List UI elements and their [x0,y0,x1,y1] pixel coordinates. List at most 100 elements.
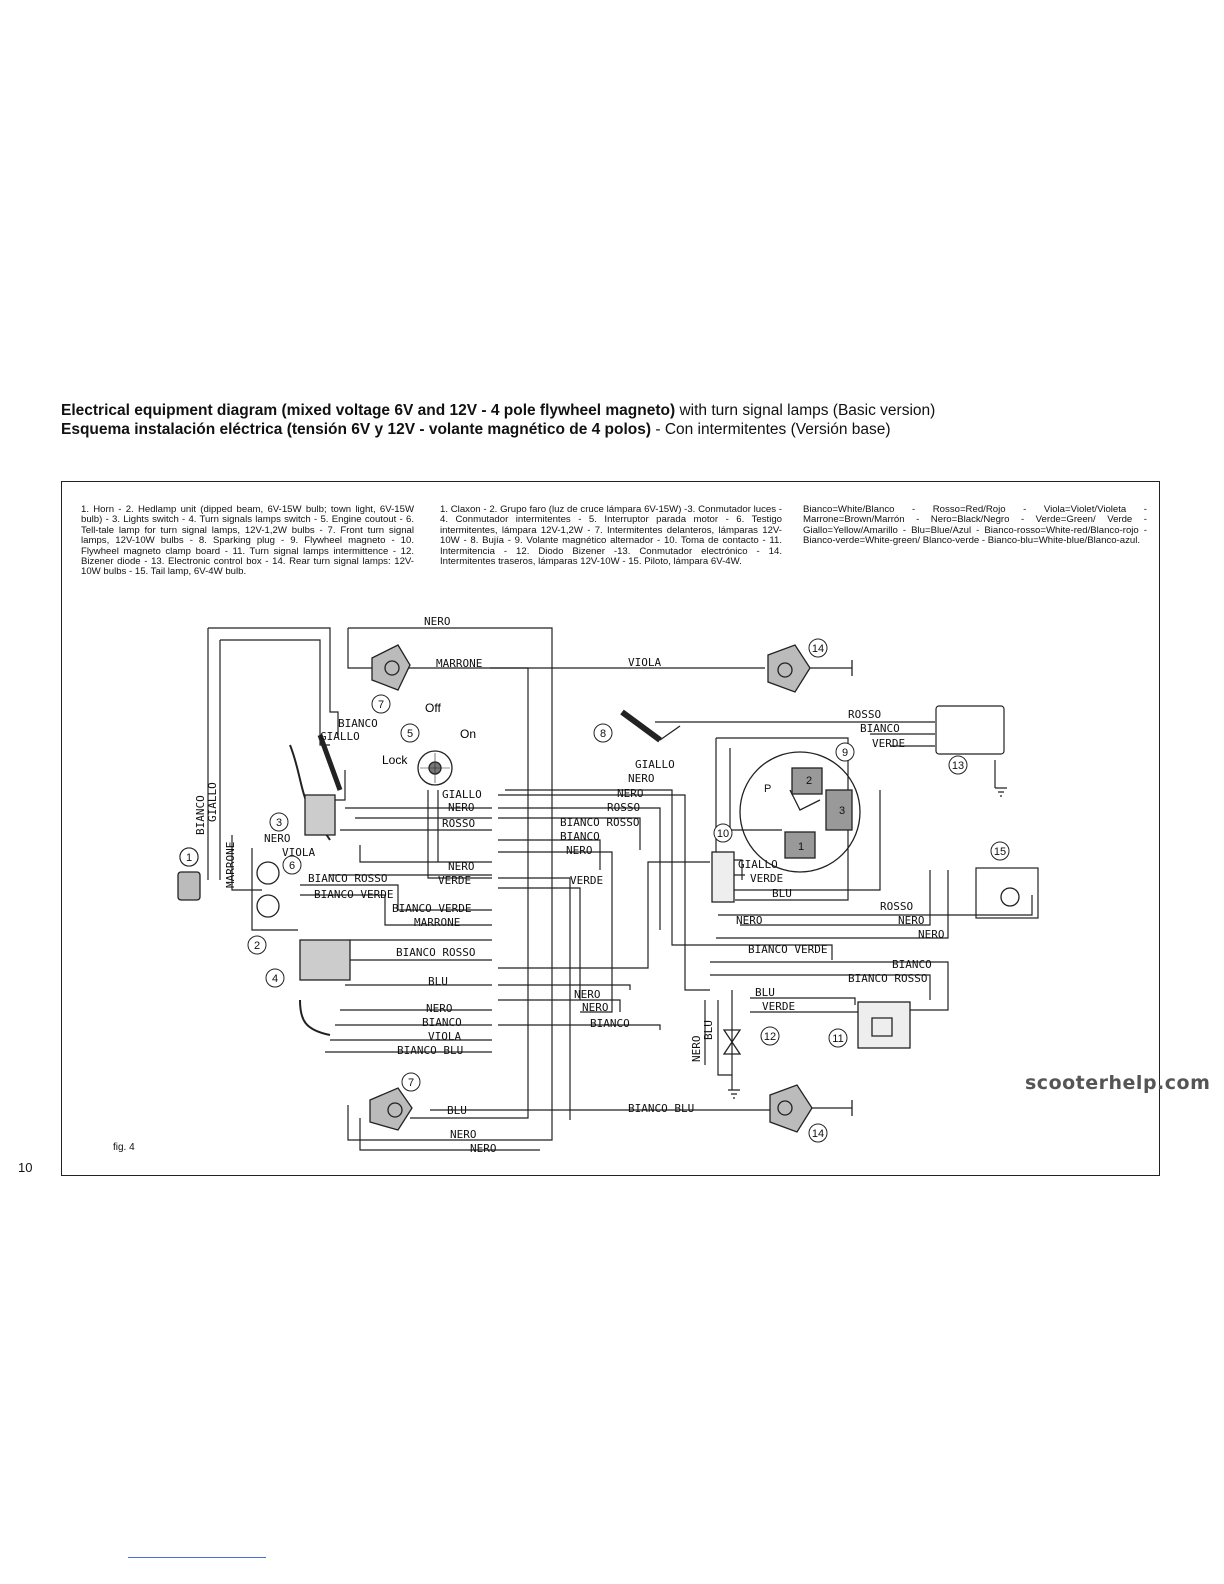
magneto-pickup-label: P [764,783,771,795]
component-number-14: 14 [812,643,824,655]
wire-label: GIALLO [442,788,482,801]
wire-label: BIANCO [590,1017,630,1030]
component-number-2: 2 [254,940,260,952]
title-english-rest: with turn signal lamps (Basic version) [675,402,936,419]
wire-label: VERDE [570,874,603,887]
wire-label: VIOLA [628,656,661,669]
wire-label: NERO [574,988,601,1001]
ground-icon-2 [728,1089,740,1099]
wire-label: BIANCO ROSSO [560,816,639,829]
flywheel-magneto-icon [739,751,861,873]
wire-labels: NERO MARRONE VIOLA BIANCO GIALLO BIANCO … [194,615,945,1155]
component-number-11: 11 [832,1033,843,1045]
title-spanish: Esquema instalación eléctrica (tensión 6… [61,421,1161,439]
wire-label: NERO [566,844,593,857]
rear-turn-lamp-icon [767,644,853,693]
component-number-8: 8 [600,728,606,740]
title-english-bold: Electrical equipment diagram (mixed volt… [61,402,676,419]
wire-label: ROSSO [442,817,475,830]
wire-label: NERO [617,787,644,800]
wire-label: ROSSO [607,801,640,814]
footer-rule [128,1557,266,1558]
wire-label: BIANCO VERDE [748,943,827,956]
wire-label: VERDE [762,1000,795,1013]
headlamp-icon [256,894,280,918]
wire-label: VIOLA [282,846,315,859]
rear-turn-lamp-bottom-icon [769,1084,853,1133]
wire-label: MARRONE [436,657,482,670]
wire-label: NERO [426,1002,453,1015]
wire-label: BIANCO ROSSO [308,872,387,885]
component-number-14b: 14 [812,1128,824,1140]
wire-label: NERO [918,928,945,941]
component-number-10: 10 [717,828,729,840]
clamp-board-icon [711,851,735,903]
component-number-7b: 7 [408,1077,414,1089]
stator-coil-1: 1 [798,841,804,853]
legend-spanish: 1. Claxon - 2. Grupo faro (luz de cruce … [440,504,782,568]
wire-label: VERDE [872,737,905,750]
turn-signal-switch-icon [299,939,351,1036]
title-english: Electrical equipment diagram (mixed volt… [61,402,1161,420]
wire-label: BIANCO [338,717,378,730]
wire-label: GIALLO [738,858,778,871]
stator-coil-2: 2 [806,775,812,787]
component-number-6: 6 [289,860,295,872]
wire-label: BIANCO ROSSO [396,946,475,959]
wire-label: VIOLA [428,1030,461,1043]
wire-label: BLU [755,986,775,999]
wire-label: NERO [628,772,655,785]
component-number-9: 9 [842,747,848,759]
wire-label: BIANCO VERDE [392,902,471,915]
wire-label: NERO [264,832,291,845]
diagram-frame [61,481,1160,1176]
wire-label: BIANCO [560,830,600,843]
component-number-circles: 1 2 3 4 5 6 7 7 8 9 10 11 12 13 14 14 15 [179,638,1010,1143]
wire-label: NERO [450,1128,477,1141]
component-number-13: 13 [952,760,964,772]
wire-label: NERO [470,1142,497,1155]
component-number-3: 3 [276,817,282,829]
wire-label: BLU [447,1104,467,1117]
wire-label: VERDE [438,874,471,887]
wire-label: BIANCO [892,958,932,971]
lights-switch-icon [289,734,343,841]
watermark-text: scooterhelp.com [1025,1072,1211,1094]
wire-label: NERO [582,1001,609,1014]
front-turn-lamp-bottom-icon [369,1087,413,1131]
wire-label: ROSSO [880,900,913,913]
components-group [177,644,1020,1133]
wire-label: BIANCO ROSSO [848,972,927,985]
wire-label: GIALLO [206,782,219,822]
wire-label: MARRONE [224,842,237,888]
title-spanish-bold: Esquema instalación eléctrica (tensión 6… [61,421,652,438]
component-number-5: 5 [407,728,413,740]
wire-label: NERO [898,914,925,927]
switch-lock-label: Lock [382,753,408,767]
page-number: 10 [18,1160,33,1175]
wire-label: BIANCO [422,1016,462,1029]
component-number-7: 7 [378,699,384,711]
intermittence-icon [857,1001,911,1049]
wire-label: BIANCO VERDE [314,888,393,901]
wire-lines [198,627,1039,1151]
figure-label: fig. 4 [113,1142,135,1153]
tail-lamp-icon [1000,887,1020,907]
front-turn-lamp-icon [371,644,411,691]
wire-label: VERDE [750,872,783,885]
ignition-switch-icon [417,750,453,786]
wire-label: GIALLO [635,758,675,771]
component-number-12: 12 [764,1031,776,1043]
title-spanish-rest: - Con intermitentes (Versión base) [651,421,891,438]
spark-plug-icon [620,709,681,743]
wire-label: BLU [702,1020,715,1040]
wire-label: NERO [448,860,475,873]
wire-label: BIANCO [860,722,900,735]
component-number-15: 15 [994,846,1006,858]
wire-label: BIANCO [194,795,207,835]
wire-label: BIANCO BLU [397,1044,463,1057]
legend-colors: Bianco=White/Blanco - Rosso=Red/Rojo - V… [803,504,1147,547]
wire-label: BLU [428,975,448,988]
ground-icon [995,787,1007,797]
